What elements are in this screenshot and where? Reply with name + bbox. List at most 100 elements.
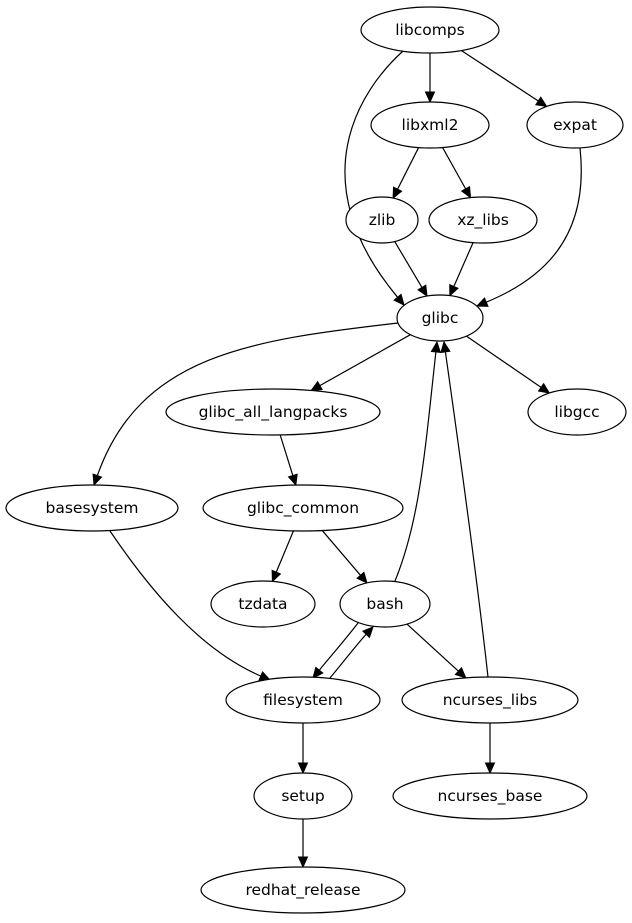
- node-label: bash: [366, 595, 403, 613]
- edge-bash-to-glibc: [394, 340, 442, 582]
- arrowhead-icon: [393, 293, 405, 306]
- node-libcomps: libcomps: [360, 6, 500, 54]
- node-libxml2: libxml2: [370, 101, 490, 149]
- edge-libcomps-to-glibc: [344, 50, 405, 306]
- node-tzdata: tzdata: [210, 580, 316, 628]
- arrowhead-icon: [440, 340, 451, 354]
- node-label: filesystem: [263, 691, 343, 709]
- edge-libcomps-to-libxml2: [424, 53, 436, 104]
- edge-line: [109, 530, 262, 677]
- edge-glibc-to-libgcc: [466, 335, 551, 394]
- edge-basesystem-to-filesystem: [109, 530, 272, 681]
- arrowhead-icon: [424, 91, 436, 104]
- arrowhead-icon: [430, 340, 442, 354]
- edge-xz_libs-to-glibc: [449, 242, 474, 297]
- node-label: xz_libs: [457, 211, 509, 230]
- edge-line: [466, 335, 542, 388]
- edge-line: [344, 50, 404, 298]
- edge-glibc_common-to-tzdata: [271, 530, 295, 583]
- arrowhead-icon: [460, 185, 472, 199]
- arrowhead-icon: [454, 666, 467, 679]
- edge-setup-to-redhat_release: [297, 819, 309, 869]
- node-label: basesystem: [46, 499, 139, 517]
- edge-expat-to-glibc: [475, 147, 582, 307]
- node-ncurses_libs: ncurses_libs: [401, 676, 579, 724]
- node-basesystem: basesystem: [5, 484, 179, 532]
- node-glibc_common: glibc_common: [202, 484, 404, 532]
- edge-line: [279, 434, 294, 476]
- node-label: glibc: [422, 309, 459, 327]
- arrowhead-icon: [417, 284, 428, 298]
- node-shape: [370, 101, 490, 149]
- node-label: ncurses_base: [438, 787, 543, 806]
- node-shape: [401, 676, 579, 724]
- edge-bash-to-filesystem: [312, 622, 359, 679]
- node-shape: [345, 196, 419, 244]
- node-label: glibc_common: [247, 499, 359, 518]
- node-label: ncurses_libs: [443, 691, 538, 710]
- node-shape: [339, 580, 431, 628]
- edge-glibc_common-to-bash: [321, 530, 368, 584]
- node-label: setup: [281, 787, 324, 805]
- node-bash: bash: [339, 580, 431, 628]
- edge-libxml2-to-zlib: [392, 147, 420, 200]
- node-shape: [200, 866, 406, 914]
- node-label: libgcc: [554, 403, 599, 421]
- node-shape: [253, 772, 353, 820]
- arrowhead-icon: [310, 380, 323, 392]
- edge-line: [486, 147, 582, 303]
- arrowhead-icon: [361, 626, 374, 639]
- node-label: zlib: [369, 211, 396, 229]
- edge-zlib-to-glibc: [394, 241, 428, 298]
- node-label: tzdata: [238, 595, 287, 613]
- edge-line: [96, 322, 399, 476]
- arrowhead-icon: [312, 666, 324, 679]
- arrowhead-icon: [484, 762, 496, 775]
- arrowhead-icon: [92, 473, 103, 487]
- edges-layer: [92, 49, 582, 869]
- arrowhead-icon: [287, 473, 298, 487]
- edge-line: [394, 351, 437, 582]
- node-shape: [5, 484, 179, 532]
- edge-line: [318, 622, 359, 671]
- edge-glibc_all_langpacks-to-glibc_common: [279, 434, 298, 487]
- arrowhead-icon: [297, 762, 309, 775]
- node-zlib: zlib: [345, 196, 419, 244]
- edge-filesystem-to-setup: [297, 723, 309, 775]
- arrowhead-icon: [392, 186, 403, 200]
- arrowhead-icon: [534, 96, 548, 108]
- node-redhat_release: redhat_release: [200, 866, 406, 914]
- edge-line: [453, 242, 474, 287]
- edge-ncurses_libs-to-glibc: [440, 340, 489, 678]
- arrowhead-icon: [297, 856, 309, 869]
- node-xz_libs: xz_libs: [428, 196, 538, 244]
- edge-line: [444, 351, 489, 678]
- node-expat: expat: [526, 101, 624, 149]
- node-shape: [396, 294, 484, 342]
- node-label: glibc_all_langpacks: [199, 403, 348, 422]
- edge-libxml2-to-xz_libs: [442, 147, 472, 199]
- arrowhead-icon: [475, 297, 489, 307]
- node-label: redhat_release: [245, 881, 360, 900]
- node-shape: [225, 676, 381, 724]
- node-filesystem: filesystem: [225, 676, 381, 724]
- node-shape: [428, 196, 538, 244]
- node-label: libxml2: [402, 116, 459, 134]
- arrowhead-icon: [271, 569, 282, 583]
- node-label: libcomps: [395, 21, 464, 39]
- node-glibc: glibc: [396, 294, 484, 342]
- node-shape: [526, 101, 624, 149]
- node-setup: setup: [253, 772, 353, 820]
- node-shape: [210, 580, 316, 628]
- edge-line: [319, 334, 411, 387]
- node-shape: [360, 6, 500, 54]
- arrowhead-icon: [449, 283, 459, 297]
- node-glibc_all_langpacks: glibc_all_langpacks: [165, 388, 381, 436]
- node-shape: [165, 388, 381, 436]
- node-shape: [392, 772, 588, 820]
- edge-line: [321, 530, 361, 576]
- node-shape: [527, 388, 627, 436]
- arrowhead-icon: [356, 571, 368, 584]
